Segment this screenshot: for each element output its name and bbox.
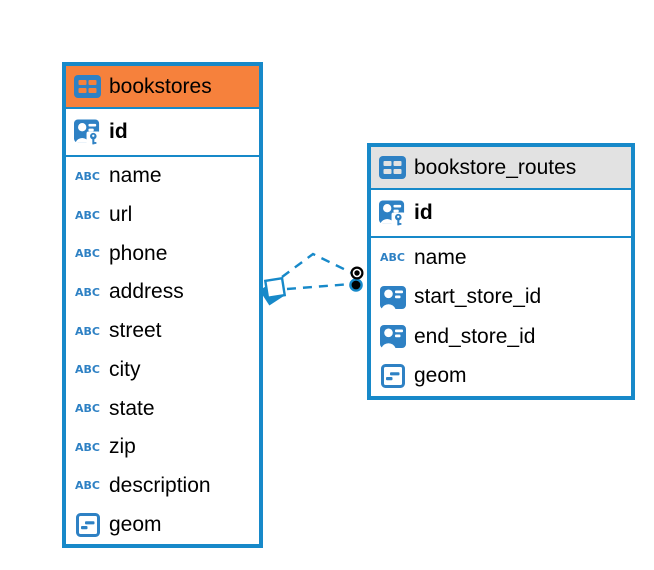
- primary-key-icon: [74, 118, 101, 146]
- field-row-start-store-id[interactable]: start_store_id: [371, 277, 631, 317]
- field-row-address[interactable]: ABC address: [66, 273, 259, 312]
- field-name: city: [109, 357, 141, 381]
- text-type-icon: ABC: [75, 208, 100, 222]
- field-row-name[interactable]: ABC name: [371, 238, 631, 278]
- pk-name: id: [109, 120, 128, 143]
- field-name: geom: [414, 364, 467, 388]
- field-name: address: [109, 280, 184, 304]
- text-type-icon: ABC: [75, 247, 100, 261]
- pk-row-id[interactable]: id: [66, 109, 259, 157]
- pk-name: id: [414, 201, 433, 224]
- field-name: state: [109, 396, 155, 420]
- text-type-icon: ABC: [75, 402, 100, 416]
- many-end-marker-icon[interactable]: [259, 276, 287, 306]
- foreign-key-icon: [379, 325, 406, 349]
- field-name: name: [109, 164, 162, 188]
- field-name: geom: [109, 512, 162, 536]
- field-name: phone: [109, 241, 168, 265]
- pk-row-id[interactable]: id: [371, 190, 631, 238]
- field-row-name[interactable]: ABC name: [66, 157, 259, 196]
- text-type-icon: ABC: [75, 324, 100, 338]
- one-end-marker-icon[interactable]: [349, 266, 364, 292]
- field-row-end-store-id[interactable]: end_store_id: [371, 317, 631, 357]
- geometry-type-icon: [74, 512, 101, 537]
- geometry-type-icon: [379, 364, 406, 389]
- primary-key-icon: [379, 199, 406, 227]
- text-type-icon: ABC: [75, 169, 100, 183]
- field-row-city[interactable]: ABC city: [66, 350, 259, 390]
- table-bookstore-routes[interactable]: bookstore_routes id ABC name: [367, 143, 635, 400]
- table-icon: [379, 156, 406, 179]
- table-title: bookstore_routes: [414, 155, 577, 179]
- foreign-key-icon: [379, 285, 406, 309]
- field-row-street[interactable]: ABC street: [66, 311, 259, 351]
- field-name: start_store_id: [414, 285, 542, 309]
- field-row-geom[interactable]: geom: [66, 505, 259, 545]
- field-name: description: [109, 473, 211, 497]
- text-type-icon: ABC: [75, 285, 100, 299]
- field-row-geom[interactable]: geom: [371, 356, 631, 396]
- field-row-url[interactable]: ABC url: [66, 195, 259, 235]
- field-name: name: [414, 245, 467, 269]
- relationship-line[interactable]: [281, 252, 353, 278]
- field-row-state[interactable]: ABC state: [66, 389, 259, 428]
- table-bookstore-routes-header[interactable]: bookstore_routes: [371, 147, 631, 190]
- field-name: url: [109, 203, 133, 227]
- relationship-line[interactable]: [286, 282, 352, 291]
- field-row-description[interactable]: ABC description: [66, 466, 259, 506]
- table-bookstores[interactable]: bookstores id ABC name ABC url ABC: [62, 62, 263, 548]
- field-name: zip: [109, 435, 136, 459]
- table-title: bookstores: [109, 74, 212, 98]
- table-bookstores-header[interactable]: bookstores: [66, 66, 259, 109]
- text-type-icon: ABC: [380, 251, 405, 265]
- text-type-icon: ABC: [75, 363, 100, 377]
- field-row-zip[interactable]: ABC zip: [66, 427, 259, 467]
- field-name: end_store_id: [414, 324, 536, 348]
- table-icon: [74, 75, 101, 98]
- field-row-phone[interactable]: ABC phone: [66, 234, 259, 274]
- text-type-icon: ABC: [75, 440, 100, 454]
- field-name: street: [109, 319, 162, 343]
- text-type-icon: ABC: [75, 479, 100, 493]
